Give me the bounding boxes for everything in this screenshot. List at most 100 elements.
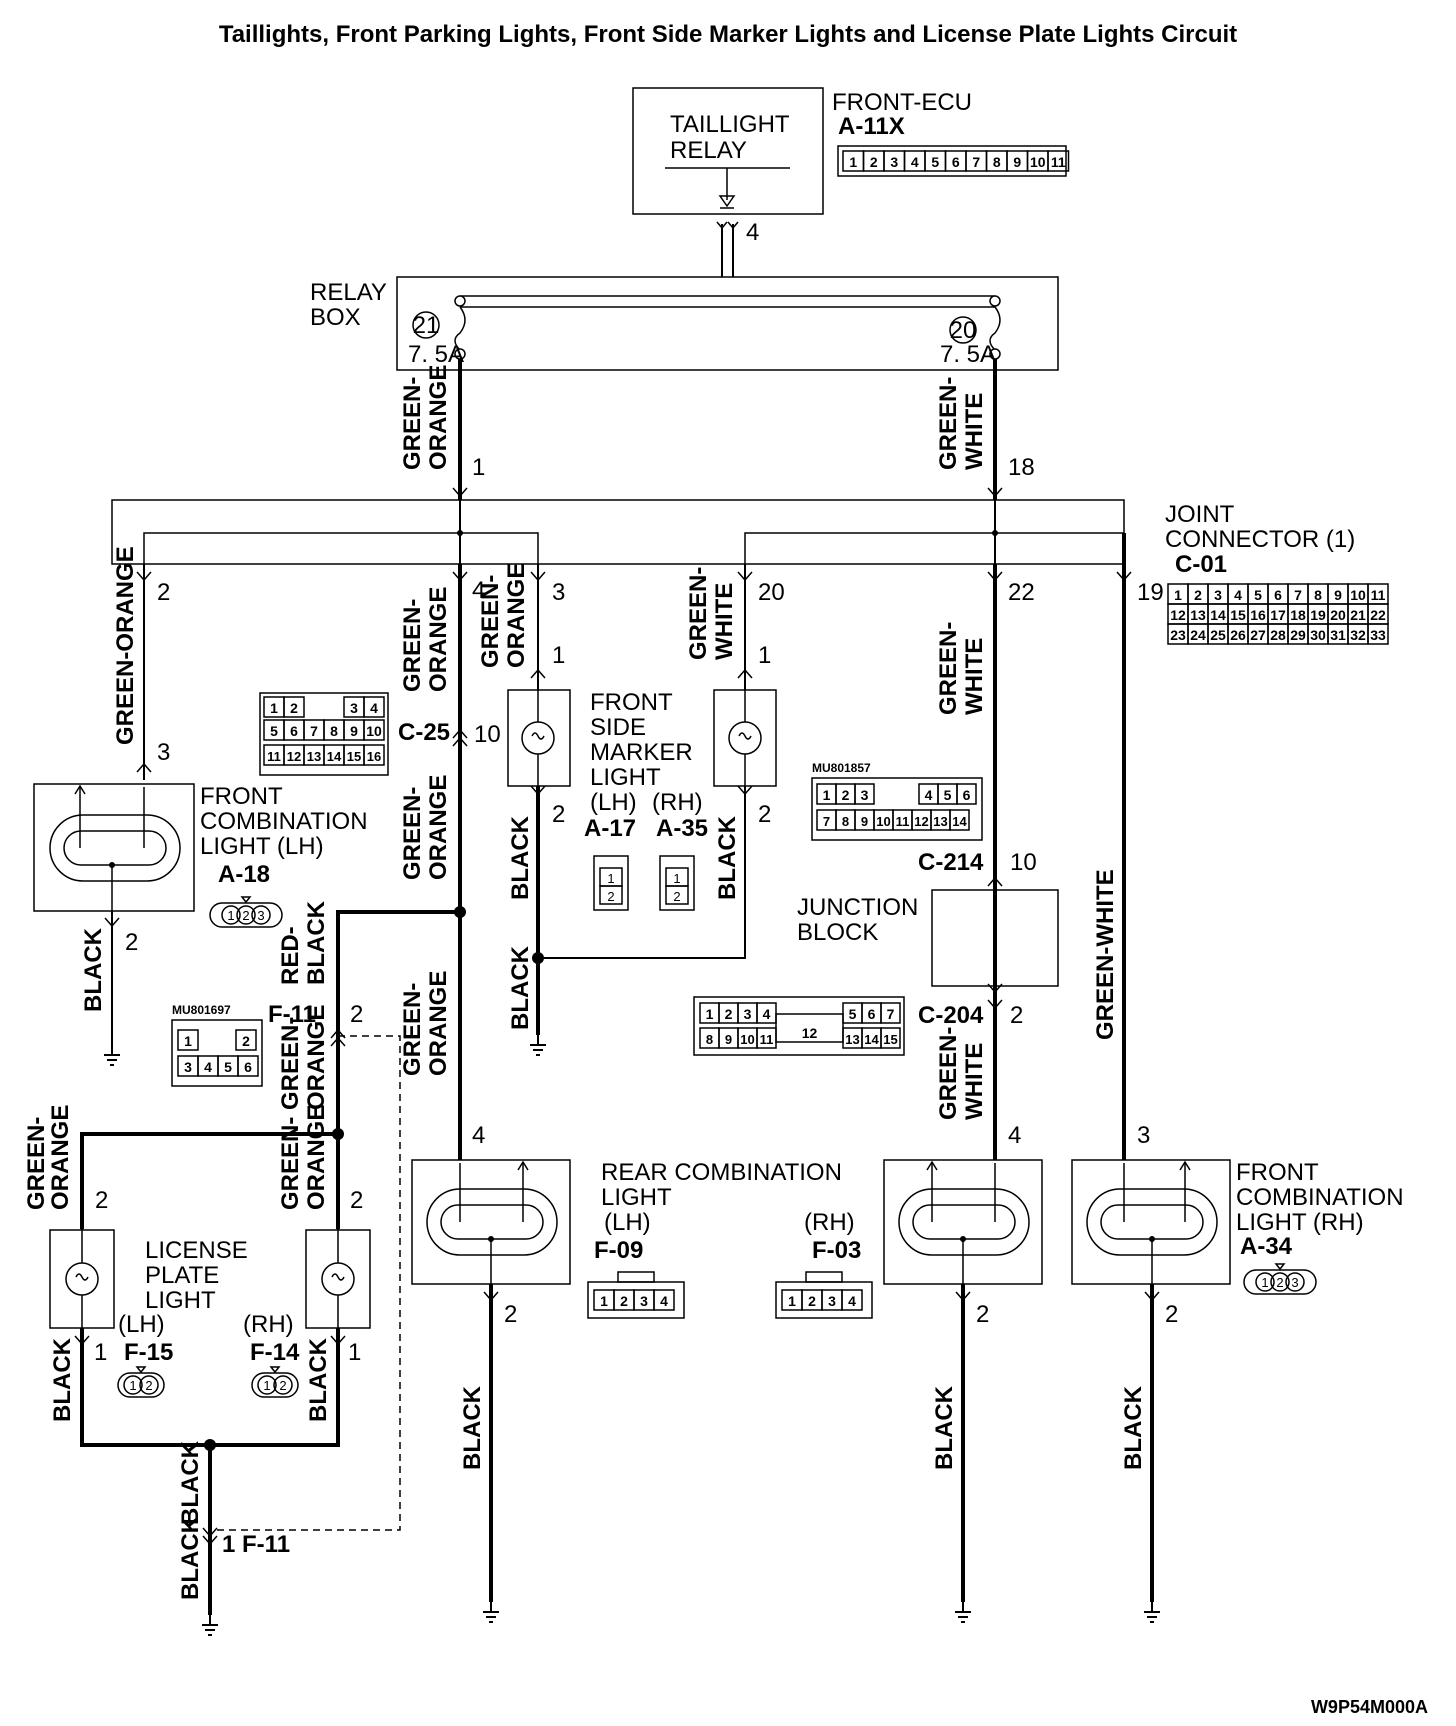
c01-pin-number: 24 bbox=[1190, 627, 1206, 643]
lpl-lh-id: F-15 bbox=[124, 1339, 173, 1366]
c214-pin-number: 10 bbox=[876, 814, 890, 829]
wire-label-black-rcl-rh: BLACK bbox=[931, 1385, 958, 1470]
c25-pin-number: 12 bbox=[287, 749, 301, 764]
c204-pin-number: 11 bbox=[760, 1032, 774, 1047]
relay-box-label-2: BOX bbox=[310, 304, 361, 331]
wire-label-black-lpl-rh: BLACK bbox=[305, 1337, 332, 1422]
wire-label-go-10a: GREEN- bbox=[399, 787, 426, 880]
c204-pin-number: 3 bbox=[744, 1006, 752, 1022]
wire-label-green-white-19: GREEN-WHITE bbox=[1092, 869, 1119, 1040]
rcl-lh-pin-2: 2 bbox=[504, 1301, 517, 1328]
f11-pin-number: 3 bbox=[184, 1059, 192, 1075]
c25-pin-number: 11 bbox=[267, 749, 281, 764]
front-ecu-pin-number: 2 bbox=[870, 154, 878, 170]
fsm-lh-label: (LH) bbox=[590, 789, 637, 816]
fcl-rh-pin-2: 2 bbox=[1165, 1301, 1178, 1328]
jc-pin-20: 20 bbox=[758, 579, 785, 606]
c25-pin-number: 5 bbox=[270, 723, 278, 739]
svg-text:1: 1 bbox=[227, 908, 234, 923]
svg-text:1: 1 bbox=[607, 871, 614, 886]
wire-label-gw-20b: WHITE bbox=[711, 583, 738, 660]
c214-pin-number: 4 bbox=[925, 787, 933, 803]
rcl-label-2: LIGHT bbox=[601, 1184, 672, 1211]
rcl-rh-pin-4: 4 bbox=[1008, 1122, 1021, 1149]
c01-pin-number: 26 bbox=[1230, 627, 1246, 643]
c01-pin-number: 6 bbox=[1274, 587, 1282, 603]
c01-pin-number: 21 bbox=[1350, 607, 1366, 623]
wire-label-black-lpl-lh: BLACK bbox=[49, 1337, 76, 1422]
pin-label-1: 1 bbox=[472, 454, 485, 481]
front-ecu-id: A-11X bbox=[838, 113, 905, 140]
jc-pin-2: 2 bbox=[157, 579, 170, 606]
c214-pin-number: 12 bbox=[914, 814, 928, 829]
c01-pin-number: 12 bbox=[1170, 607, 1186, 623]
f11-pin-2: 2 bbox=[350, 1001, 363, 1028]
wire-label-go-lpl-lh-a: GREEN- bbox=[23, 1117, 50, 1210]
rcl-lh-id: F-09 bbox=[594, 1237, 643, 1264]
c214-pin-number: 7 bbox=[823, 814, 830, 829]
c204-pin-number: 14 bbox=[864, 1032, 879, 1047]
c204-pin-number: 5 bbox=[849, 1006, 857, 1022]
fuse-21-number: 21 bbox=[413, 312, 440, 339]
rcl-lh-pin-number: 1 bbox=[600, 1293, 608, 1309]
rear-combination-light-rh bbox=[883, 1159, 1043, 1285]
c214-pin-number: 9 bbox=[861, 814, 868, 829]
c214-pin-number: 14 bbox=[952, 814, 967, 829]
c25-pin-number: 4 bbox=[370, 700, 378, 716]
c01-pin-number: 10 bbox=[1350, 587, 1366, 603]
c214-pin-number: 5 bbox=[944, 787, 952, 803]
f11-pin-number: 5 bbox=[224, 1059, 232, 1075]
c204-pin-number: 8 bbox=[706, 1032, 713, 1047]
fuse-20-number: 20 bbox=[950, 317, 977, 344]
svg-text:3: 3 bbox=[1291, 1275, 1298, 1290]
fcl-lh-label-2: COMBINATION bbox=[200, 808, 368, 835]
front-side-marker-light-rh bbox=[713, 689, 777, 787]
fsm-rh-pin-2: 2 bbox=[758, 801, 771, 828]
wire-label-black-fsm-gnd: BLACK bbox=[507, 945, 534, 1030]
c204-pin-number: 4 bbox=[763, 1006, 771, 1022]
wire-label-black-fsm-lh: BLACK bbox=[507, 815, 534, 900]
c01-pin-number: 18 bbox=[1290, 607, 1306, 623]
c214-cell bbox=[956, 783, 977, 805]
front-ecu-cell bbox=[1047, 150, 1070, 172]
c01-pin-number: 28 bbox=[1270, 627, 1286, 643]
lpl-lh-connector-icon: 1 2 bbox=[117, 1366, 165, 1398]
fcl-lh-label-3: LIGHT (LH) bbox=[200, 833, 324, 860]
c25-pin-number: 9 bbox=[350, 723, 358, 739]
c01-cell bbox=[1367, 623, 1389, 645]
f11-bottom-label: 1 F-11 bbox=[222, 1531, 290, 1558]
lpl-rh-id: F-14 bbox=[250, 1339, 300, 1366]
c25-pin-number: 1 bbox=[270, 700, 278, 716]
c01-pin-number: 33 bbox=[1370, 627, 1386, 643]
fsm-lh-id: A-17 bbox=[584, 815, 636, 842]
fsm-label-1: FRONT bbox=[590, 689, 673, 716]
c01-pin-number: 14 bbox=[1210, 607, 1226, 623]
front-combination-light-lh bbox=[33, 783, 195, 912]
c214-pin-number: 1 bbox=[823, 787, 831, 803]
c204-pin-number: 2 bbox=[725, 1006, 733, 1022]
f11-cell bbox=[235, 1029, 257, 1051]
front-ecu-pin-number: 7 bbox=[972, 154, 980, 170]
fcl-rh-label-1: FRONT bbox=[1236, 1159, 1319, 1186]
lpl-rh-pin-1: 1 bbox=[348, 1339, 361, 1366]
fcl-rh-pin-3: 3 bbox=[1137, 1122, 1150, 1149]
wire-label-green-orange-1b: ORANGE bbox=[425, 365, 452, 470]
fsm-label-4: LIGHT bbox=[590, 764, 661, 791]
rcl-rh-pin-number: 1 bbox=[788, 1293, 796, 1309]
relay-box-label-1: RELAY bbox=[310, 279, 387, 306]
c01-pin-number: 8 bbox=[1314, 587, 1322, 603]
svg-text:1: 1 bbox=[673, 871, 680, 886]
c25-cell bbox=[283, 696, 305, 718]
c01-pin-number: 23 bbox=[1170, 627, 1186, 643]
c204-pin-number: 15 bbox=[883, 1032, 897, 1047]
c25-id: C-25 bbox=[398, 719, 450, 746]
rcl-rh-pin-number: 4 bbox=[848, 1293, 856, 1309]
fuse-21-rating: 7. 5A bbox=[408, 341, 464, 368]
c204-pin-number: 1 bbox=[706, 1006, 714, 1022]
c01-pin-number: 11 bbox=[1371, 587, 1386, 603]
wire-label-black-rcl-lh: BLACK bbox=[459, 1385, 486, 1470]
c214-pin-number: 8 bbox=[842, 814, 849, 829]
front-ecu-pin-number: 4 bbox=[911, 154, 919, 170]
